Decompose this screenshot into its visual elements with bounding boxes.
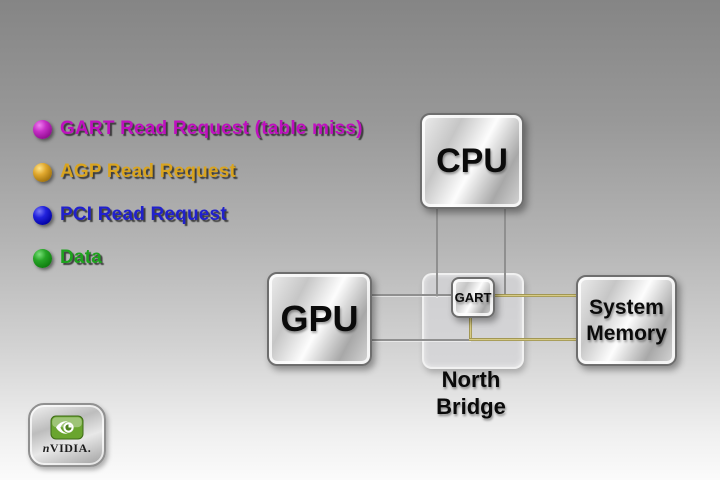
legend-label-agp: AGP Read Request [60,161,237,182]
wire-gart-sysmem-upper [490,294,576,297]
wire-gart-down [469,314,472,340]
legend-label-pci: PCI Read Request [60,204,227,225]
agp-request-dot-icon [33,162,52,182]
wire-cpu-northbridge-left [436,205,438,297]
wire-gpu-gart [368,294,452,296]
legend-item-agp-read-request: AGP Read Request [33,161,236,183]
north-bridge-label: North Bridge [421,366,521,420]
gart-request-dot-icon [33,119,52,139]
legend-item-pci-read-request: PCI Read Request [33,204,227,226]
cpu-node: CPU [420,113,524,209]
cpu-label: CPU [436,141,508,180]
wire-gpu-northbridge [368,339,471,341]
legend-item-data: Data [33,247,102,269]
legend-item-gart-read-request: GART Read Request (table miss) [33,118,363,140]
pci-request-dot-icon [33,205,52,225]
north-bridge-line1: North [441,367,501,392]
nvidia-brand-text: nVIDIA. [43,441,92,456]
legend-label-gart: GART Read Request (table miss) [60,118,363,139]
system-memory-line1: System [589,295,664,319]
north-bridge-line2: Bridge [436,394,506,419]
system-memory-line2: Memory [586,321,667,345]
wire-gart-sysmem-lower [469,338,576,341]
data-dot-icon [33,248,52,268]
nvidia-brand-n: n [42,440,50,455]
legend-label-data: Data [60,247,102,268]
nvidia-logo: nVIDIA. [28,403,106,467]
gpu-label: GPU [280,298,359,339]
gpu-node: GPU [267,272,372,366]
gart-node: GART [451,277,495,318]
nvidia-eye-icon [50,415,84,439]
system-memory-label: System Memory [586,295,667,347]
wire-cpu-northbridge-right [504,205,506,296]
gart-label: GART [454,290,492,305]
system-memory-node: System Memory [576,275,677,366]
nvidia-brand-vidia: VIDIA. [49,440,92,455]
